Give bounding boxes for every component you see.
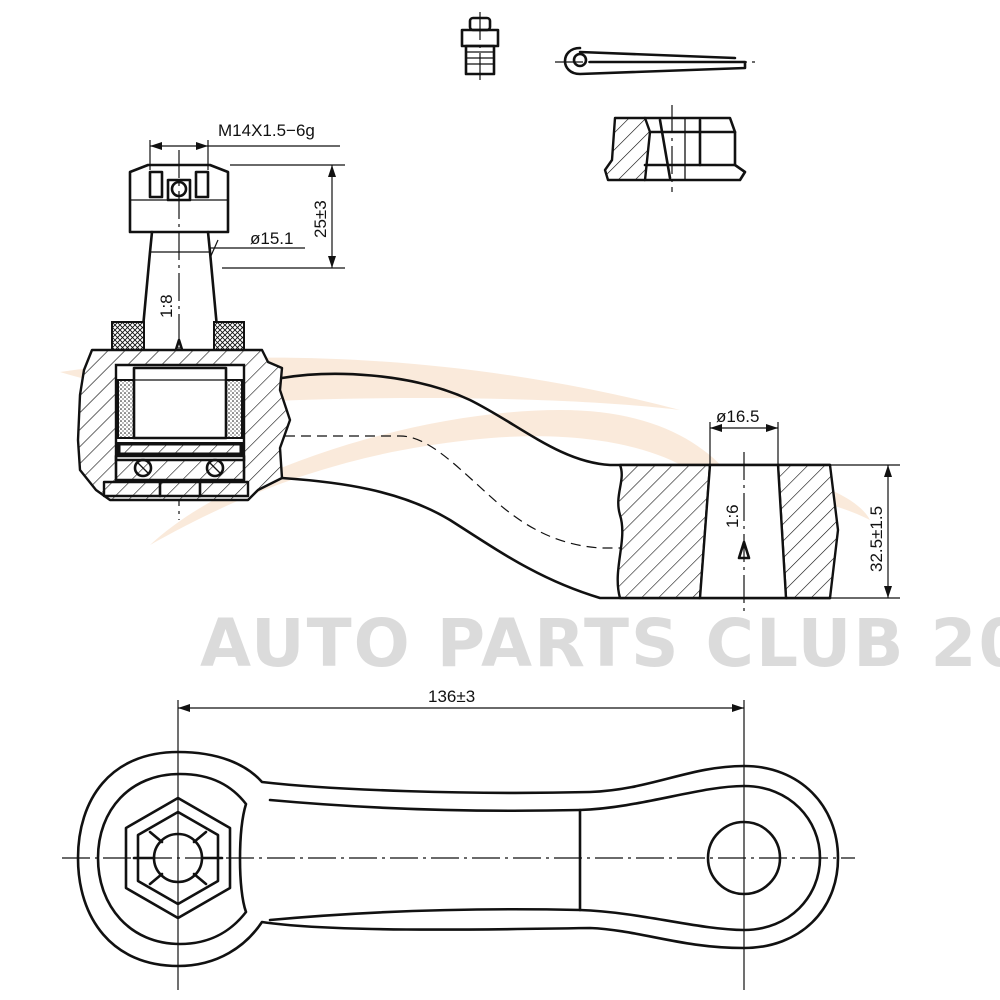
arm-profile bbox=[280, 372, 832, 600]
dust-seal-left bbox=[111, 321, 145, 353]
dim-thread: M14X1.5−6g bbox=[149, 121, 340, 170]
castle-nut-section bbox=[603, 105, 747, 192]
thread-label: M14X1.5−6g bbox=[218, 121, 315, 140]
dia-151-label: ø15.1 bbox=[250, 229, 293, 248]
top-view-outline bbox=[62, 750, 855, 968]
cotter-pin bbox=[555, 46, 755, 76]
dim-length-136: 136±3 bbox=[177, 687, 745, 990]
dia-165-label: ø16.5 bbox=[716, 407, 759, 426]
taper-bottom-label: 1:6 bbox=[723, 504, 742, 528]
dust-seal-right bbox=[213, 321, 245, 353]
top-view-castle-nut bbox=[124, 796, 232, 920]
dim-dia-151: ø15.1 bbox=[209, 229, 305, 259]
housing-section bbox=[76, 348, 292, 502]
height-325-label: 32.5±1.5 bbox=[867, 506, 886, 572]
dim-height-325: 32.5±1.5 bbox=[830, 464, 900, 599]
taper-top-label: 1:8 bbox=[157, 294, 176, 318]
length-136-label: 136±3 bbox=[428, 687, 475, 706]
grease-nipple bbox=[460, 12, 500, 80]
tapered-eye-section bbox=[616, 452, 840, 612]
dim-dia-165: ø16.5 bbox=[709, 407, 779, 465]
watermark-text: AUTO PARTS CLUB 2018 bbox=[200, 605, 1000, 682]
dim-height-25: 25±3 bbox=[222, 164, 345, 269]
ball-bearing bbox=[102, 366, 250, 498]
height-25-label: 25±3 bbox=[311, 200, 330, 238]
